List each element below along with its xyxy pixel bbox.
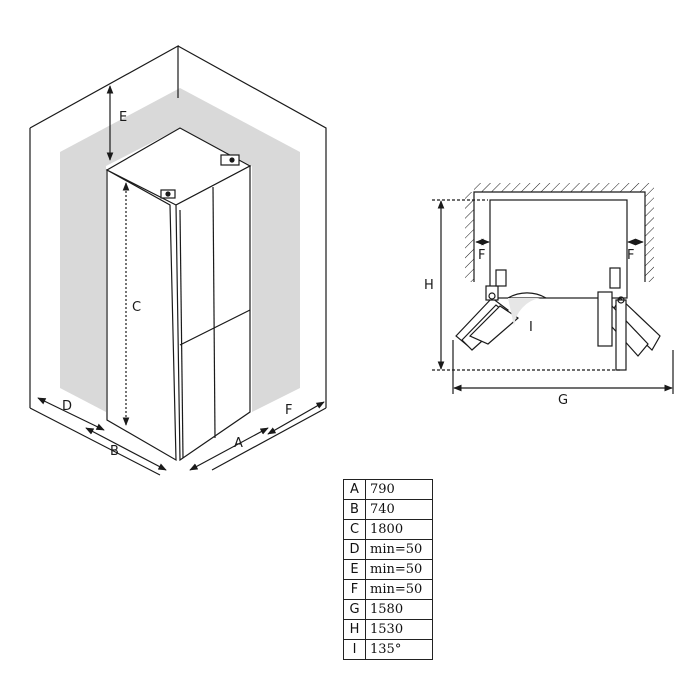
- table-value: min=50: [365, 579, 433, 600]
- dim-b-line: [85, 427, 167, 471]
- fridge-top-outline: [489, 199, 628, 299]
- table-key: G: [343, 599, 366, 620]
- label-d: D: [62, 399, 72, 414]
- label-f-left: F: [478, 248, 485, 263]
- label-b: B: [110, 444, 119, 459]
- clearance-band-right: [180, 88, 300, 412]
- door-horizontal-split: [179, 309, 251, 346]
- label-i: I: [529, 320, 533, 335]
- clearance-band-left: [60, 88, 180, 412]
- angle-fill: [508, 298, 540, 326]
- wall-hatch-left: [465, 192, 474, 282]
- top-view: [432, 183, 674, 394]
- fridge-front: [175, 165, 251, 462]
- fridge-side: [106, 168, 177, 462]
- label-f-iso: F: [285, 403, 292, 418]
- isometric-view: [29, 44, 327, 476]
- label-h: H: [424, 278, 434, 293]
- table-key: B: [343, 499, 366, 520]
- table-key: E: [343, 559, 366, 580]
- table-key: H: [343, 619, 366, 640]
- dim-f-line: [267, 401, 325, 435]
- wall-right: [177, 45, 327, 408]
- table-key: C: [343, 519, 366, 540]
- label-e: E: [119, 110, 127, 125]
- table-value: min=50: [365, 539, 433, 560]
- door-edge: [179, 209, 184, 459]
- dim-a-line: [189, 427, 269, 471]
- table-value: 135°: [365, 639, 433, 660]
- table-value: 1800: [365, 519, 433, 540]
- label-f-right: F: [627, 248, 634, 263]
- right-door-open: [597, 267, 661, 371]
- left-door-open: [455, 269, 519, 351]
- hinge-screw-2: [165, 191, 171, 197]
- hinge-screw: [229, 157, 235, 163]
- wall-outline: [473, 191, 646, 282]
- label-c: C: [132, 300, 141, 315]
- table-key: A: [343, 479, 366, 500]
- table-value: 740: [365, 499, 433, 520]
- table-value: 790: [365, 479, 433, 500]
- door-vertical-split: [212, 186, 216, 439]
- dim-d-line: [37, 397, 105, 431]
- wall-hatch-top: [474, 183, 654, 192]
- table-value: min=50: [365, 559, 433, 580]
- label-g: G: [558, 393, 568, 408]
- table-key: F: [343, 579, 366, 600]
- label-a: A: [234, 436, 243, 451]
- angle-arc: [507, 292, 547, 299]
- table-value: 1580: [365, 599, 433, 620]
- wall-hatch-right: [645, 192, 654, 282]
- table-key: I: [343, 639, 366, 660]
- table-value: 1530: [365, 619, 433, 640]
- table-key: D: [343, 539, 366, 560]
